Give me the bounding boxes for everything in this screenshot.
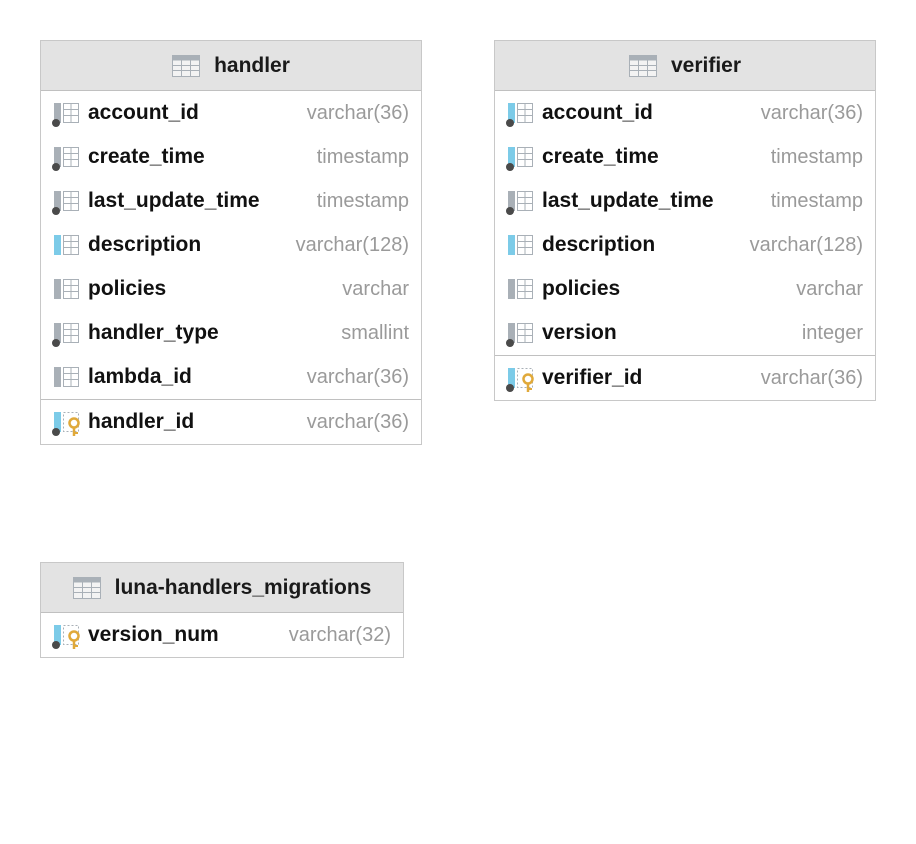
table-header[interactable]: luna-handlers_migrations <box>41 563 403 613</box>
column-row-account-id[interactable]: account_id varchar(36) <box>495 91 875 135</box>
column-list: account_id varchar(36) create_time times… <box>41 91 421 399</box>
table-verifier[interactable]: verifier account_id varchar(36) create_t… <box>494 40 876 401</box>
column-icon <box>505 274 535 304</box>
column-row-version[interactable]: version integer <box>495 311 875 355</box>
column-row-create-time[interactable]: create_time timestamp <box>41 135 421 179</box>
column-list: account_id varchar(36) create_time times… <box>495 91 875 355</box>
table-icon <box>72 576 101 599</box>
primary-key-icon <box>51 407 81 437</box>
column-name: last_update_time <box>88 189 260 212</box>
column-row-policies[interactable]: policies varchar <box>495 267 875 311</box>
column-name: policies <box>542 277 621 300</box>
column-type: smallint <box>341 321 409 344</box>
column-not-null-nullable-icon <box>505 98 535 128</box>
column-name: lambda_id <box>88 365 192 388</box>
column-row-last-update-time[interactable]: last_update_time timestamp <box>41 179 421 223</box>
column-not-null-icon <box>51 318 81 348</box>
column-name: handler_type <box>88 321 219 344</box>
column-row-handler-id[interactable]: handler_id varchar(36) <box>41 400 421 444</box>
column-not-null-icon <box>51 142 81 172</box>
column-name: create_time <box>542 145 659 168</box>
table-title: luna-handlers_migrations <box>114 575 372 599</box>
column-type: varchar(36) <box>760 366 863 389</box>
table-icon <box>628 54 657 77</box>
column-type: integer <box>801 321 863 344</box>
column-name: account_id <box>542 101 653 124</box>
column-row-verifier-id[interactable]: verifier_id varchar(36) <box>495 356 875 400</box>
table-header[interactable]: verifier <box>495 41 875 91</box>
column-row-description[interactable]: description varchar(128) <box>495 223 875 267</box>
column-row-last-update-time[interactable]: last_update_time timestamp <box>495 179 875 223</box>
primary-key-section: version_num varchar(32) <box>41 613 403 657</box>
table-header[interactable]: handler <box>41 41 421 91</box>
column-type: varchar <box>796 277 863 300</box>
column-row-lambda-id[interactable]: lambda_id varchar(36) <box>41 355 421 399</box>
column-name: verifier_id <box>542 366 643 389</box>
table-luna-handlers-migrations[interactable]: luna-handlers_migrations version_num var… <box>40 562 404 658</box>
column-type: timestamp <box>316 145 409 168</box>
primary-key-section: verifier_id varchar(36) <box>495 355 875 400</box>
column-type: varchar(36) <box>760 101 863 124</box>
column-row-policies[interactable]: policies varchar <box>41 267 421 311</box>
column-icon <box>51 274 81 304</box>
column-not-null-icon <box>505 318 535 348</box>
column-name: version_num <box>88 623 219 646</box>
column-not-null-icon <box>505 186 535 216</box>
column-not-null-icon <box>51 98 81 128</box>
column-type: timestamp <box>770 189 863 212</box>
column-not-null-icon <box>51 186 81 216</box>
column-type: varchar(36) <box>306 410 409 433</box>
column-row-account-id[interactable]: account_id varchar(36) <box>41 91 421 135</box>
column-type: timestamp <box>770 145 863 168</box>
column-type: varchar(36) <box>306 365 409 388</box>
column-nullable-icon <box>505 230 535 260</box>
column-type: timestamp <box>316 189 409 212</box>
column-nullable-icon <box>51 230 81 260</box>
column-type: varchar(128) <box>295 233 409 256</box>
column-type: varchar(36) <box>306 101 409 124</box>
column-row-description[interactable]: description varchar(128) <box>41 223 421 267</box>
column-type: varchar(128) <box>749 233 863 256</box>
column-name: handler_id <box>88 410 195 433</box>
column-name: policies <box>88 277 167 300</box>
column-type: varchar(32) <box>288 623 391 646</box>
table-handler[interactable]: handler account_id varchar(36) create_ti… <box>40 40 422 445</box>
column-row-version-num[interactable]: version_num varchar(32) <box>41 613 403 657</box>
column-row-create-time[interactable]: create_time timestamp <box>495 135 875 179</box>
primary-key-section: handler_id varchar(36) <box>41 399 421 444</box>
primary-key-icon <box>51 620 81 650</box>
column-name: version <box>542 321 617 344</box>
column-name: last_update_time <box>542 189 714 212</box>
primary-key-icon <box>505 363 535 393</box>
column-row-handler-type[interactable]: handler_type smallint <box>41 311 421 355</box>
column-name: create_time <box>88 145 205 168</box>
table-icon <box>172 54 201 77</box>
table-title: handler <box>214 53 290 77</box>
column-not-null-nullable-icon <box>505 142 535 172</box>
column-name: description <box>542 233 656 256</box>
column-icon <box>51 362 81 392</box>
table-title: verifier <box>670 53 742 77</box>
column-type: varchar <box>342 277 409 300</box>
column-name: account_id <box>88 101 199 124</box>
column-name: description <box>88 233 202 256</box>
